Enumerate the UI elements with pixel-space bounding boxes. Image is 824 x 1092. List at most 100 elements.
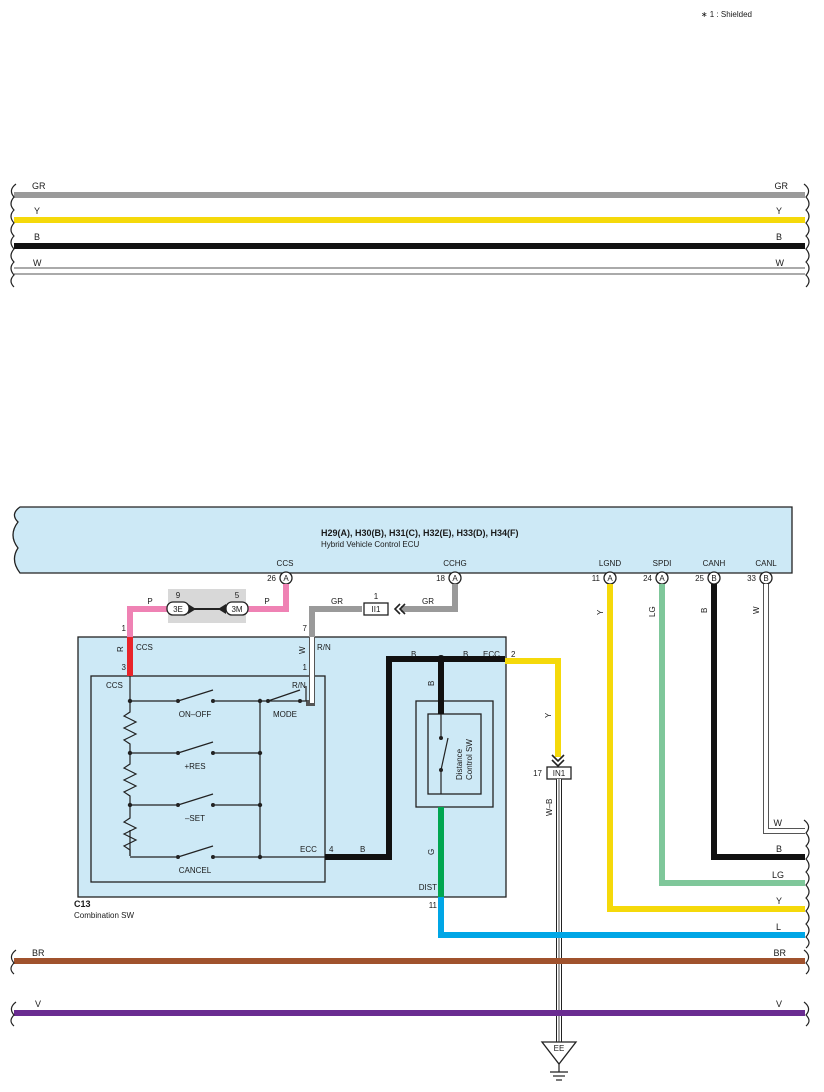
ecu-pin-ccs-num: 26 [267, 574, 276, 583]
dist-sw-blade [440, 737, 449, 771]
ecu-pin-cchg-name: CCHG [443, 559, 467, 568]
ecu-pin-lgnd-name: LGND [599, 559, 621, 568]
dist-sw-contact-top [439, 736, 443, 740]
contact-cancel-a [176, 855, 180, 859]
right-wire-label-lg: LG [772, 870, 784, 880]
combination-sw-name: Combination SW [74, 911, 134, 920]
combo-pin-1: 1 [122, 624, 127, 633]
junction-arrow-left [188, 604, 196, 614]
switch-contacts [127, 698, 302, 860]
combo-rn-inner: R/N [292, 681, 306, 690]
wire-label-gr-right: GR [422, 597, 434, 606]
bottom-bus-label-br-left: BR [32, 948, 45, 958]
wire-label-b-top-left: B [411, 650, 416, 659]
wire-label-g: G [427, 849, 436, 855]
ecu-pin-canh-conn: B [711, 574, 716, 583]
bottom-bus-label-br-right: BR [773, 948, 786, 958]
connector-ii1-pin: 1 [374, 592, 379, 601]
junction-pin-right: 5 [235, 591, 240, 600]
switch-label-mode: MODE [273, 710, 297, 719]
wire-ecc-yellow [505, 658, 561, 757]
wire-label-y-ecc: Y [544, 712, 553, 718]
wire-cchg-gr [309, 584, 458, 637]
resistor-2 [122, 760, 138, 810]
wire-label-p-right: P [264, 597, 269, 606]
bottom-bus-break-left-2 [10, 1001, 17, 1027]
top-bus-label-b-left: B [34, 232, 40, 242]
ecu-box [12, 506, 793, 574]
connector-ii1 [363, 602, 389, 616]
combo-pin-11: 11 [429, 901, 438, 910]
junction-connector-3e [166, 601, 190, 616]
dist-sw-contact-bottom [439, 768, 443, 772]
switch-circuit [122, 676, 325, 858]
ecu-pin-ccs-name: CCS [277, 559, 294, 568]
contact-set-a [176, 803, 180, 807]
junction-3e-label: 3E [173, 605, 183, 614]
combo-pin-3: 3 [122, 663, 127, 672]
ground-ee-label: EE [554, 1044, 565, 1053]
connector-in1-pin: 17 [533, 769, 542, 778]
combo-dist-label: DIST [419, 883, 437, 892]
wire-spdi-lg [659, 584, 805, 886]
ecu-pins: CCS 26 A CCHG 18 A LGND 11 A SPDI 24 A C… [267, 559, 777, 585]
wire-label-b-canh: B [700, 608, 709, 613]
combo-pin-2: 2 [511, 650, 516, 659]
junction-arrow-right [218, 604, 226, 614]
wire-label-b-top-right: B [463, 650, 468, 659]
node-right-cancel [257, 854, 263, 860]
top-bus-label-gr-right: GR [775, 181, 789, 191]
wire-lgnd-y [607, 584, 805, 912]
switch-blade-cancel [177, 845, 214, 858]
wire-label-w-canl: W [752, 606, 761, 614]
node-onoff [127, 698, 133, 704]
wire-label-p-left: P [147, 597, 152, 606]
ecu-pin-canh-name: CANH [703, 559, 726, 568]
right-wire-label-y: Y [776, 896, 782, 906]
contact-res-a [176, 751, 180, 755]
node-right-res [257, 750, 263, 756]
ecu-pin-spdi-num: 24 [643, 574, 652, 583]
top-bus-label-y-right: Y [776, 206, 782, 216]
switch-label-set: –SET [185, 814, 205, 823]
right-wire-label-w: W [774, 818, 783, 828]
node-right-top [257, 698, 263, 704]
contact-onoff-b [211, 699, 215, 703]
junction-pin-left: 9 [176, 591, 181, 600]
resistor-1 [122, 700, 138, 760]
ecu-pin-canl-conn: B [763, 574, 768, 583]
bottom-bus: BR BR V V [10, 948, 810, 1027]
bottom-bus-break-right-1 [803, 949, 810, 975]
combo-pin-7: 7 [303, 624, 308, 633]
ecu-pin-canl-num: 33 [747, 574, 756, 583]
combo-ecc-outer: ECC [483, 650, 500, 659]
top-bus-label-gr-left: GR [32, 181, 46, 191]
ecu-pin-spdi-conn: A [659, 574, 665, 583]
top-bus-label-w-right: W [776, 258, 785, 268]
ecu-name: Hybrid Vehicle Control ECU [321, 540, 419, 549]
shielded-note: ∗ 1 : Shielded [701, 10, 752, 19]
switch-blade-mode [267, 689, 301, 702]
wire-label-r: R [116, 646, 125, 652]
junction-3m-label: 3M [231, 605, 242, 614]
distance-sw-circuit [440, 714, 449, 794]
wire-label-w-rn: W [298, 646, 307, 654]
top-bus-label-y-left: Y [34, 206, 40, 216]
contact-set-b [211, 803, 215, 807]
connector-ii1-name: II1 [372, 605, 381, 614]
contact-mode-a [266, 699, 270, 703]
junction-connector-3m [225, 601, 249, 616]
top-bus-label-b-right: B [776, 232, 782, 242]
combo-ccs-inner: CCS [106, 681, 123, 690]
ecu-pin-ccs-conn: A [283, 574, 289, 583]
switch-label-onoff: ON–OFF [179, 710, 212, 719]
wire-ccs-pink [127, 584, 289, 637]
bottom-bus-break-right-2 [803, 1001, 810, 1027]
ecu-pin-cchg-num: 18 [436, 574, 445, 583]
combination-sw-code: C13 [74, 899, 91, 909]
wire-label-b-ecc: B [360, 845, 365, 854]
combo-ecc-inner: ECC [300, 845, 317, 854]
switch-label-res: +RES [184, 762, 205, 771]
combo-pin-4: 4 [329, 845, 334, 854]
